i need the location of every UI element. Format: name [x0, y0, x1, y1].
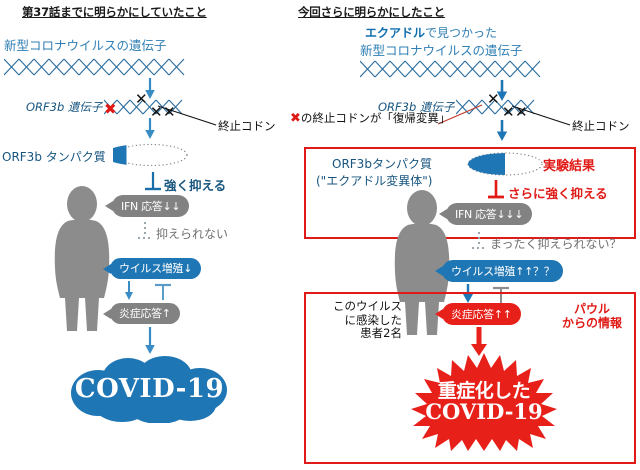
bubble-tail [103, 308, 111, 319]
right-protein-shape [465, 150, 545, 178]
left-not-suppressed-label: 抑えられない [156, 227, 229, 241]
right-stop-codon-label: 終止コドン [572, 119, 630, 133]
right-virus-bubble: ウイルス増殖↑↑？？ [435, 260, 564, 282]
right-stop-codon-x-2: ✕ [502, 103, 515, 121]
bubble-tail [435, 266, 443, 276]
right-genome-highlight: エクアドル [365, 26, 426, 40]
right-revert-leader [437, 104, 484, 126]
right-protein-label-line1: ORF3bタンパク質 [332, 157, 432, 171]
left-inhibit-bar [142, 172, 164, 194]
bubble-tail [105, 201, 113, 211]
left-stop-codon-leader [157, 104, 220, 128]
right-panel: 今回さらに明らかにしたこと エクアドルで見つかった 新型コロナウイルスの遺伝子 … [290, 0, 640, 470]
left-virus-bubble: ウイルス増殖↓ [103, 258, 202, 279]
left-genome-helix [4, 56, 194, 78]
right-weak-inhibit-bar [468, 232, 490, 254]
right-virus-label: ウイルス増殖↑↑？？ [451, 264, 555, 278]
right-outcome-line1: 重症化した [437, 379, 531, 402]
experiment-result-box [304, 147, 636, 239]
left-panel: 第37話までに明らかにしていたこと 新型コロナウイルスの遺伝子 ORF3b 遺伝… [0, 0, 290, 470]
left-arrow-to-outcome [142, 327, 158, 355]
bubble-tail [439, 209, 447, 219]
right-genome-rest: で見つかった [425, 26, 498, 40]
bubble-tail [103, 263, 111, 274]
left-arrow-genome-to-gene [142, 78, 158, 100]
left-ifn-label: IFN 応答↓↓ [121, 199, 181, 213]
left-protein-shape [113, 142, 189, 168]
right-inhibit-bar [485, 180, 507, 202]
left-stop-codon-label: 終止コドン [218, 119, 276, 133]
right-t-bar [490, 284, 512, 304]
paul-info-box [304, 292, 636, 464]
left-inflammation-label: 炎症応答↑ [119, 307, 171, 320]
left-inhibit-label: 強く抑える [164, 178, 227, 193]
right-outcome-starburst: 重症化した COVID-19 [394, 352, 574, 452]
experiment-result-badge: 実験結果 [543, 159, 596, 174]
right-inflammation-label: 炎症応答↑↑ [451, 307, 512, 321]
left-virus-label: ウイルス増殖↓ [119, 262, 193, 275]
right-arrow-gene-to-protein [494, 120, 510, 142]
right-panel-title: 今回さらに明らかにしたこと [298, 5, 445, 19]
left-stop-codon-x-2: ✕ [150, 103, 163, 121]
right-gene-helix [456, 97, 538, 117]
bubble-tail [435, 309, 443, 319]
left-genome-label: 新型コロナウイルスの遺伝子 [4, 38, 167, 53]
right-not-suppressed-label: まったく抑えられない？ [490, 237, 622, 251]
right-outcome-text: 重症化した COVID-19 [394, 352, 574, 452]
patient-note: このウイルス に感染した 患者2名 [333, 299, 402, 341]
left-outcome-label: COVID-19 [74, 374, 225, 404]
right-arrow-to-outcome [468, 327, 490, 357]
right-genome-label-line2: 新型コロナウイルスの遺伝子 [360, 43, 523, 58]
right-genome-helix [360, 58, 550, 80]
left-stop-codon-x-1: ✕ [135, 90, 148, 108]
left-arrow-virus-to-inflam [122, 281, 136, 301]
right-arrow-genome-to-gene [494, 80, 510, 102]
right-ifn-label: IFN 応答↓↓↓ [455, 207, 524, 221]
right-revert-x-icon: ✖ [290, 111, 301, 126]
right-inhibit-label: さらに強く抑える [508, 186, 608, 201]
left-protein-label: ORF3b タンパク質 [2, 150, 106, 164]
right-revert-note: の終止コドンが「復帰変異」 [300, 111, 451, 125]
left-outcome-cloud: COVID-19 [62, 355, 237, 423]
right-outcome-line2: COVID-19 [425, 398, 543, 424]
right-genome-label-line1: エクアドルで見つかった [365, 24, 497, 41]
left-ifn-bubble: IFN 応答↓↓ [105, 195, 190, 217]
right-person-silhouette [386, 190, 458, 335]
left-gene-helix [104, 97, 186, 117]
right-revert-note-wrap: ✖の終止コドンが「復帰変異」 [290, 110, 450, 126]
left-red-x-icon: ✖ [104, 100, 117, 118]
left-t-bar [152, 281, 174, 301]
left-weak-inhibit-bar [134, 222, 156, 244]
right-gene-label: ORF3b 遺伝子 [378, 100, 455, 114]
left-inflammation-bubble: 炎症応答↑ [103, 303, 180, 324]
right-stop-codon-leader [511, 104, 574, 128]
right-protein-label-line2: ("エクアドル変異体") [316, 174, 433, 188]
left-arrow-gene-to-protein [142, 118, 158, 140]
right-ifn-bubble: IFN 応答↓↓↓ [439, 203, 533, 225]
source-note: パウル からの情報 [561, 302, 622, 331]
right-inflammation-bubble: 炎症応答↑↑ [435, 303, 521, 325]
left-panel-title: 第37話までに明らかにしていたこと [22, 5, 207, 19]
left-gene-label: ORF3b 遺伝子 [26, 100, 103, 114]
right-stop-codon-x-1: ✕ [487, 90, 500, 108]
left-person-silhouette [46, 186, 118, 331]
